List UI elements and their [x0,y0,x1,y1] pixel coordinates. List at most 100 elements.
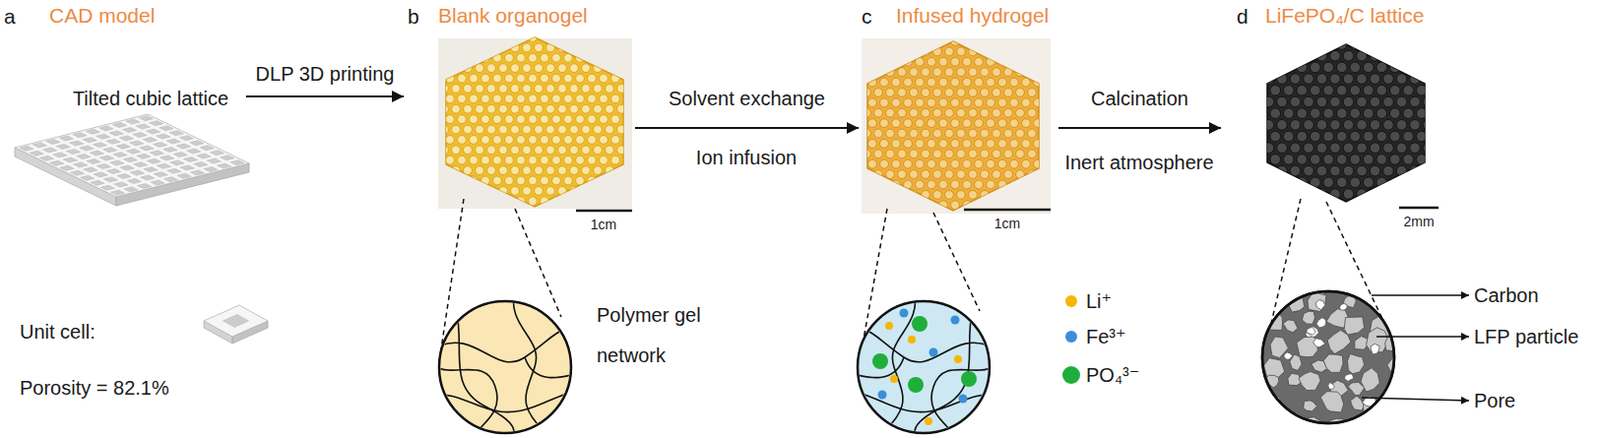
lattice-hole [59,135,73,141]
process-step: Calcination [1090,86,1189,111]
lattice-hole [564,196,574,206]
lattice-hole [1057,159,1067,169]
lattice-hole [892,139,901,149]
lattice-hole [487,43,497,53]
lattice-hole [528,73,538,83]
lattice-hole [39,155,54,161]
lattice-hole [511,64,520,73]
lattice-hole [635,94,644,104]
lattice-hole [1409,120,1421,131]
lattice-hole [1356,27,1368,39]
lattice-hole [1442,154,1454,166]
lattice-hole [933,88,943,98]
lattice-hole [552,176,562,186]
lattice-hole [1282,108,1294,120]
lattice-hole [1016,47,1025,57]
lattice-hole [868,37,878,47]
lattice-hole [522,186,532,195]
leader-arrow [1371,294,1470,297]
lattice-hole [469,33,479,43]
zoom-circle [857,301,990,434]
lattice-hole [159,126,174,131]
lattice-hole [1010,200,1020,210]
lattice-hole [1403,39,1414,51]
lattice-hole [1389,84,1401,96]
lattice-hole [487,104,497,114]
lattice-hole [1289,165,1301,177]
lattice-hole [1362,84,1374,96]
lattice-hole [90,180,105,186]
lattice-hole [1396,96,1408,108]
lattice-hole [440,186,449,195]
lattice-hole [892,98,901,108]
lattice-hole [86,159,101,165]
lattice-hole [593,43,603,53]
lattice-hole [1289,142,1301,154]
lattice-hole [593,125,603,134]
annotation: Porosity = 82.1% [19,376,170,400]
lfp-particle [1385,424,1404,438]
lattice-hole [463,186,473,195]
lattice-hole [546,43,556,53]
lattice-hole [886,26,896,36]
lattice-hole [1057,200,1067,210]
lattice-hole [945,88,955,98]
lattice-hole [856,57,866,66]
lattice-hole [428,125,438,134]
lattice-hole [82,137,97,143]
lattice-hole [73,162,88,168]
lattice-hole [1309,154,1321,166]
lattice-hole [1436,120,1448,131]
lattice-hole [587,73,597,83]
lattice-hole [1303,73,1315,85]
lattice-hole [540,73,550,83]
lattice-hole [880,119,890,128]
lattice-hole [1282,199,1294,211]
lattice-hole [1051,88,1061,98]
lfp-particle [1347,354,1365,375]
lattice-hole [921,128,931,138]
lattice-hole [957,67,966,77]
lattice-hole [1004,190,1014,199]
lattice-hole [499,206,509,216]
lattice-hole [1323,108,1335,120]
lattice-hole [576,196,585,206]
lattice-hole [570,64,579,73]
pore [1370,343,1380,355]
lattice-hole [1396,189,1408,200]
lattice-hole [856,37,866,47]
annotation: Polymer gel network [596,295,725,377]
lattice-hole [838,47,848,57]
lattice-hole [617,43,627,53]
lattice-hole [1376,39,1388,51]
lattice-hole [123,128,137,133]
lattice-hole [874,47,884,57]
lattice-hole [1436,189,1448,200]
lattice-hole [1415,199,1427,211]
lattice-hole [223,315,250,328]
lattice-hole [1343,165,1354,177]
lattice-hole [939,98,949,108]
lattice-hole [1051,170,1061,180]
lattice-hole [933,190,943,199]
lattice-hole [516,94,526,104]
lattice-hole [623,94,633,104]
lattice-hole [1316,189,1328,200]
lattice-hole [1282,177,1294,189]
process-arrow [635,127,859,129]
pore [1374,295,1387,308]
lattice-hole [880,37,890,47]
lattice-hole [546,104,556,114]
lattice-hole [880,98,890,108]
lattice-hole [481,155,491,165]
lattice-hole [446,135,455,145]
lattice-hole [998,98,1008,108]
lattice-hole [133,162,148,168]
lattice-hole [1309,130,1321,142]
lattice-hole [623,135,633,145]
lattice-hole [487,166,497,176]
lattice-hole [939,180,949,190]
lattice-hole [132,132,147,138]
lattice-hole [499,64,509,73]
lattice-hole [1045,119,1055,128]
